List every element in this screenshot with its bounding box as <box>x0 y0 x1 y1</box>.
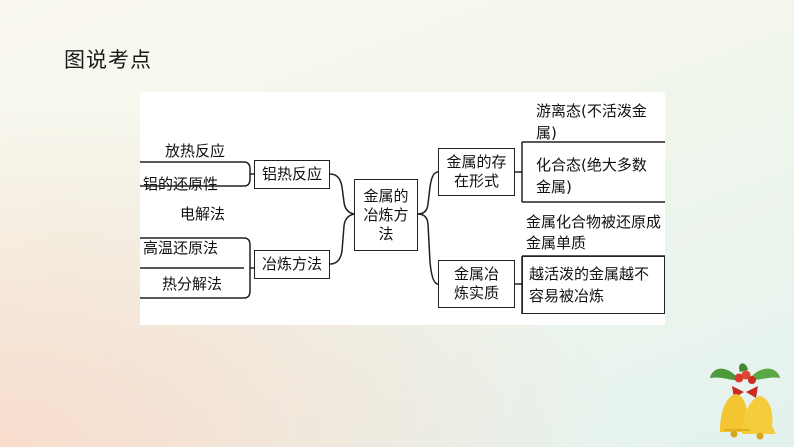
node-high-temp-reduction: 高温还原法 <box>143 239 218 258</box>
node-activity-rule: 越活泼的金属越不容易被冶炼 <box>522 256 665 314</box>
node-heat-release: 放热反应 <box>165 142 225 161</box>
metal-forms-label: 金属的存在形式 <box>445 153 508 191</box>
node-compound-state: 化合态(绝大多数金属) <box>536 154 660 198</box>
node-smelting-methods: 冶炼方法 <box>254 250 330 279</box>
smelting-essence-label: 金属冶炼实质 <box>447 265 506 303</box>
node-smelting-essence: 金属冶炼实质 <box>438 260 515 308</box>
node-al-reducing: 铝的还原性 <box>143 175 218 194</box>
page-title: 图说考点 <box>64 44 152 74</box>
node-thermal-decomp: 热分解法 <box>162 275 222 294</box>
concept-map: 放热反应 铝的还原性 电解法 高温还原法 热分解法 铝热反应 冶炼方法 金属的冶… <box>140 92 665 325</box>
activity-rule-label: 越活泼的金属越不容易被冶炼 <box>529 263 660 307</box>
node-electrolysis: 电解法 <box>180 205 225 224</box>
node-free-state: 游离态(不活泼金属) <box>536 100 660 144</box>
node-reduced-to-metal: 金属化合物被还原成金属单质 <box>526 212 662 254</box>
node-thermite: 铝热反应 <box>254 160 330 189</box>
node-center: 金属的冶炼方法 <box>354 179 418 251</box>
center-label: 金属的冶炼方法 <box>361 187 411 244</box>
bells-icon <box>706 362 784 440</box>
node-metal-forms: 金属的存在形式 <box>438 148 515 196</box>
